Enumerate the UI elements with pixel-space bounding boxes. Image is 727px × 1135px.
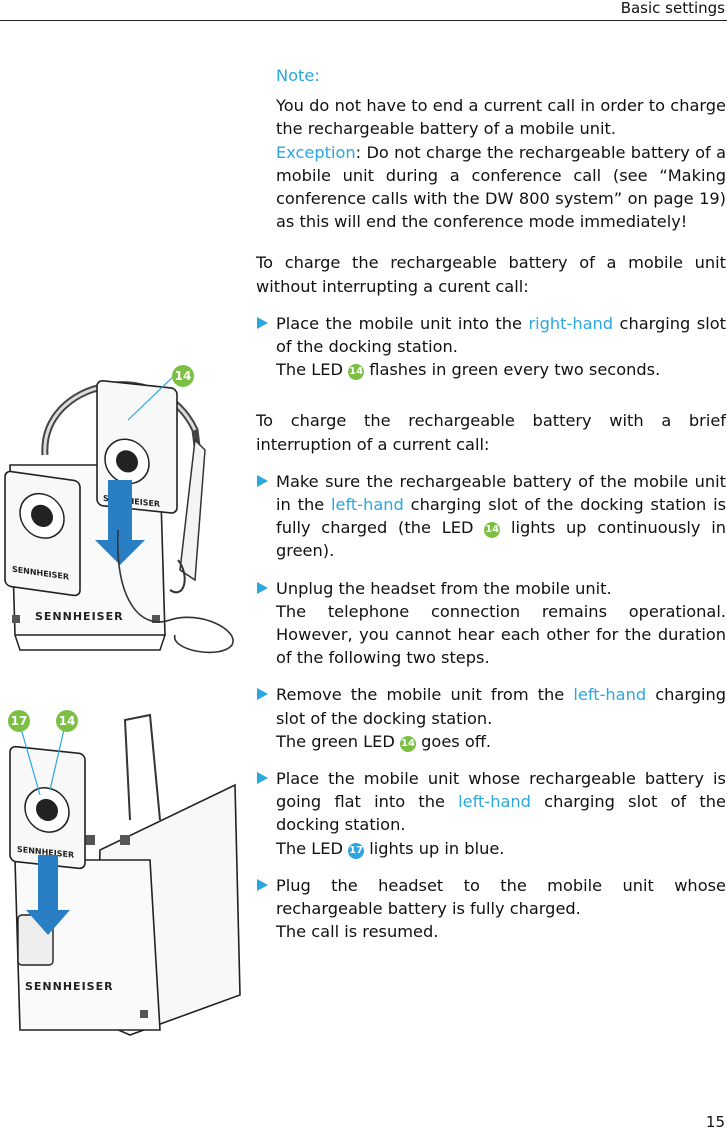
led-14-badge: 14 (484, 522, 501, 539)
step-place-left: Place the mobile unit whose rechargeable… (256, 767, 726, 860)
intro-brief-interruption: To charge the rechargeable battery with … (256, 411, 726, 454)
step-unplug-headset: Unplug the headset from the mobile unit.… (256, 577, 726, 670)
step-remove-unit: Remove the mobile unit from the left-han… (256, 683, 726, 753)
step-check-left: Make sure the rechargeable battery of th… (256, 470, 726, 563)
led-14-callout-2: 14 (56, 710, 78, 732)
page-number: 15 (705, 1113, 725, 1131)
text-column: Note: You do not have to end a current c… (256, 64, 726, 944)
led-17-callout: 17 (8, 710, 30, 732)
step-arrow-icon (257, 581, 268, 594)
note-exception: Exception: Do not charge the rechargeabl… (256, 141, 726, 234)
step-arrow-icon (257, 878, 268, 891)
exception-label: Exception (276, 142, 356, 162)
note-text: You do not have to end a current call in… (276, 96, 726, 139)
docking-station-illustration: SENNHEISER SENNHEISER (9, 713, 241, 1036)
led-14-badge: 14 (400, 735, 417, 752)
led-14-callout: 14 (172, 365, 194, 387)
step-plug-headset: Plug the headset to the mobile unit whos… (256, 874, 726, 944)
exception-text: : Do not charge the rechargeable battery… (276, 142, 726, 232)
led-17-badge: 17 (348, 842, 365, 859)
brand-label-base-2: SENNHEISER (25, 980, 114, 993)
led-14-badge: 14 (348, 364, 365, 381)
step-arrow-icon (257, 772, 268, 785)
step-arrow-icon (257, 316, 268, 329)
insert-arrow-2 (26, 855, 70, 935)
docking-station-headset-illustration: SENNHEISER SENNHEISER SENNHEISER (4, 374, 234, 654)
section-title: Basic settings (620, 0, 725, 17)
step-place-right: Place the mobile unit into the right-han… (256, 312, 726, 382)
brand-label-base: SENNHEISER (35, 610, 124, 623)
page-header: Basic settings (0, 0, 727, 21)
figure-docking-station: SENNHEISER SENNHEISER 17 14 (0, 710, 250, 1040)
note-label: Note: (276, 66, 320, 85)
intro-no-interruption: To charge the rechargeable battery of a … (256, 253, 726, 296)
figure-docking-station-headset: SENNHEISER SENNHEISER SENNHEISER 14 (0, 360, 250, 690)
step-arrow-icon (257, 688, 268, 701)
step-arrow-icon (257, 474, 268, 487)
insert-arrow (95, 480, 145, 565)
